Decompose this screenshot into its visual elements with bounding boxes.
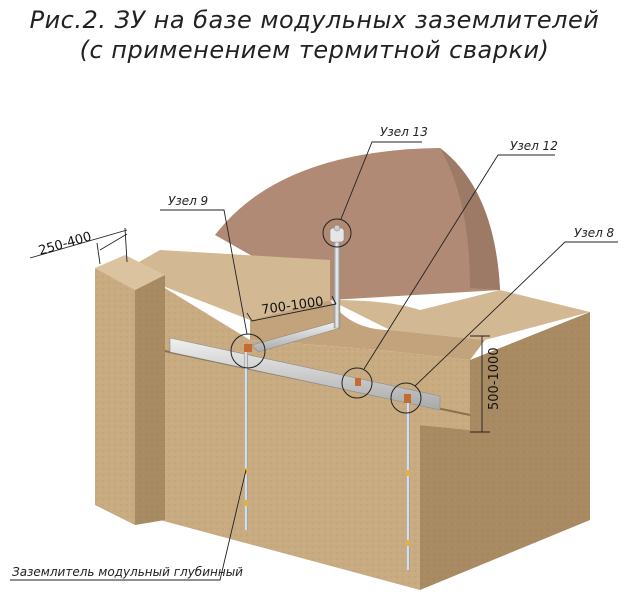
- electrode-rod-1: [244, 350, 248, 530]
- soil-mound-shadow: [440, 148, 500, 290]
- electrode-rod-2: [406, 400, 410, 570]
- figure-title-line1: Рис.2. ЗУ на базе модульных заземлителей: [29, 6, 600, 34]
- callout-circle-9: [230, 333, 266, 369]
- callout-circle-12: [341, 367, 373, 399]
- riser-clamp: [329, 224, 345, 243]
- soil-block-top-left: [125, 250, 330, 320]
- leader-12: [363, 154, 555, 370]
- soil-block-top-right: [330, 290, 590, 340]
- weld-joint-9: [244, 344, 252, 352]
- dim-lines: [29, 227, 490, 433]
- left-slab-side: [135, 275, 165, 525]
- label-node-13: Узел 13: [380, 125, 428, 139]
- weld-joint-12: [355, 378, 361, 386]
- grounding-strip: [169, 337, 441, 411]
- label-electrode: Заземлитель модульный глубинный: [12, 565, 243, 579]
- leader-electrode: [10, 469, 247, 581]
- riser-rod: [333, 241, 341, 329]
- soil-block-right: [420, 312, 590, 590]
- soil-block-top-mid: [250, 300, 485, 360]
- callout-circle-8: [390, 382, 422, 414]
- label-node-12: Узел 12: [510, 139, 558, 153]
- dim-height: 500-1000: [487, 347, 502, 410]
- figure-title-line2: (с применением термитной сварки): [79, 36, 550, 64]
- leader-9: [160, 209, 248, 335]
- callout-circle-13: [322, 218, 352, 248]
- left-slab-front: [95, 268, 135, 525]
- leader-13: [340, 141, 422, 220]
- label-node-9: Узел 9: [168, 194, 208, 208]
- dim-width: 250-400: [37, 229, 93, 258]
- left-slab-top: [95, 255, 165, 290]
- leader-8: [414, 241, 618, 387]
- weld-joint-8: [404, 394, 411, 403]
- label-node-8: Узел 8: [574, 226, 615, 240]
